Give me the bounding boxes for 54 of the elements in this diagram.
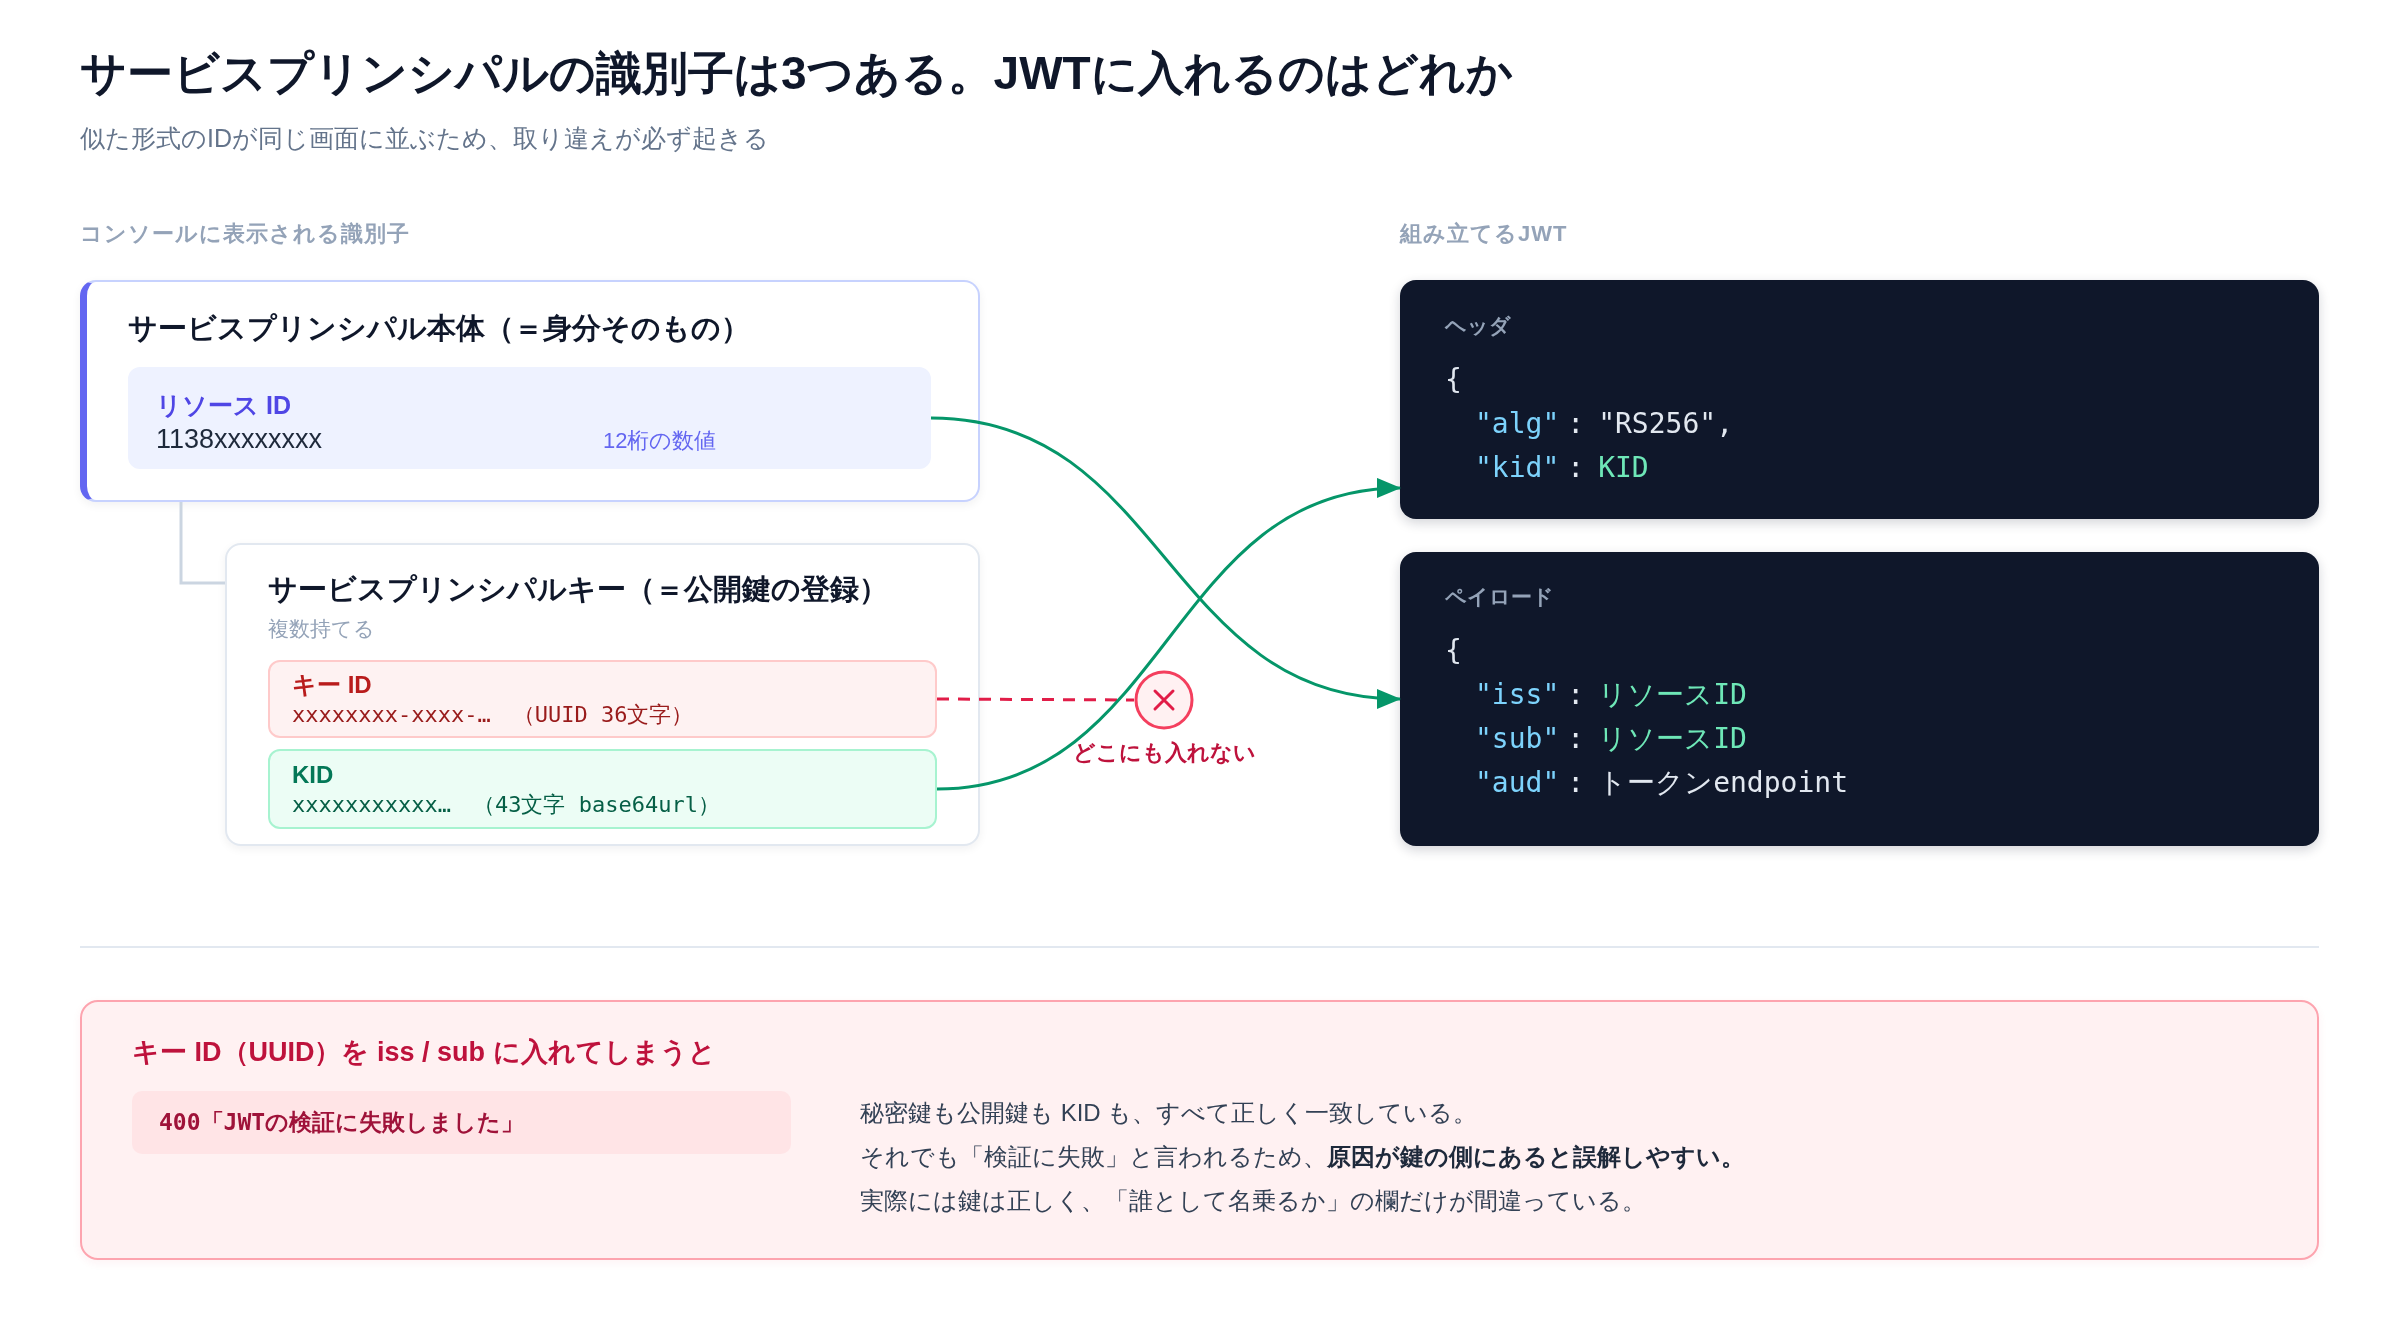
diagram-title: サービスプリンシパルの識別子は3つある。JWTに入れるのはどれか	[80, 46, 1513, 101]
identifier-note: （UUID 36文字）	[512, 701, 694, 729]
identifier-label: キー ID	[292, 670, 372, 700]
error-message: 400「JWTの検証に失敗しました」	[132, 1091, 791, 1154]
key-card	[225, 543, 980, 846]
dashed-line	[937, 697, 1134, 702]
code-section-heading: ペイロード	[1445, 584, 1554, 610]
json-key: "aud"	[1475, 761, 1560, 805]
card-subtitle: 複数持てる	[268, 616, 375, 642]
node-caption: どこにも入れない	[1072, 739, 1256, 767]
identifier-label: KID	[292, 760, 334, 790]
json-key: "sub"	[1475, 717, 1560, 761]
cross-mark-icon	[1134, 670, 1194, 730]
json-value: リソースID	[1598, 677, 1747, 713]
identifier-value: xxxxxxxx-xxxx-…	[292, 702, 491, 727]
identifier-note: （43文字 base64url）	[472, 791, 720, 819]
code-panel	[1400, 280, 2319, 519]
warning-panel	[80, 1000, 2319, 1260]
identifier-value: xxxxxxxxxxx…	[292, 792, 451, 817]
json-colon: :	[1567, 765, 1585, 801]
code-section-heading: ヘッダ	[1445, 313, 1511, 339]
code-brace: {	[1445, 362, 1462, 398]
json-value: トークンendpoint	[1598, 765, 1848, 801]
identity-card	[80, 280, 980, 502]
json-value: KID	[1598, 450, 1649, 486]
code-brace: {	[1445, 633, 1462, 669]
body-text: それでも「検証に失敗」と言われるため、原因が鍵の側にあると誤解しやすい。	[860, 1142, 1745, 1172]
json-colon: :	[1567, 406, 1585, 442]
json-key: "kid"	[1475, 446, 1560, 490]
warning-heading: キー ID（UUID）を iss / sub に入れてしまうと	[132, 1036, 716, 1069]
json-colon: :	[1567, 450, 1585, 486]
section-label: コンソールに表示される識別子	[80, 220, 410, 248]
subtitle: 似た形式のIDが同じ画面に並ぶため、取り違えが必ず起きる	[80, 123, 769, 154]
code-panel	[1400, 552, 2319, 846]
identifier-value: 1138xxxxxxxx	[156, 424, 323, 454]
json-value: リソースID	[1598, 721, 1747, 757]
body-text: 実際には鍵は正しく、「誰として名乗るか」の欄だけが間違っている。	[860, 1186, 1646, 1216]
curved-arrow	[936, 480, 1401, 791]
identifier-note: 12桁の数値	[603, 427, 717, 455]
identifier-panel	[268, 660, 937, 738]
identifier-label: リソース ID	[156, 390, 291, 421]
curved-arrow	[930, 416, 1401, 707]
identifier-panel	[268, 749, 937, 829]
card-heading: サービスプリンシパル本体（＝身分そのもの）	[128, 311, 750, 346]
body-text: 秘密鍵も公開鍵も KID も、すべて正しく一致している。	[860, 1098, 1478, 1128]
json-value: "RS256",	[1598, 406, 1733, 442]
tree-connector-line	[179, 502, 225, 585]
section-label: 組み立てるJWT	[1400, 220, 1568, 248]
card-heading: サービスプリンシパルキー（＝公開鍵の登録）	[268, 572, 888, 607]
identifier-panel	[128, 367, 931, 469]
json-colon: :	[1567, 721, 1585, 757]
json-colon: :	[1567, 677, 1585, 713]
json-key: "iss"	[1475, 673, 1560, 717]
json-key: "alg"	[1475, 402, 1560, 446]
